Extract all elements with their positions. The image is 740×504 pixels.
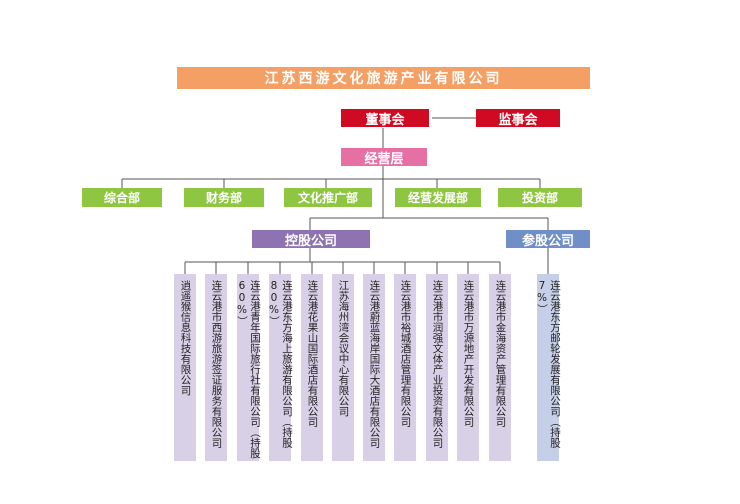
dept-box-3: 文化推广部: [284, 188, 372, 207]
subsidiary-6: 江苏海州湾会议中心有限公司: [332, 274, 354, 461]
subsidiary-9: 连云港市润强文体产业投资有限公司: [426, 274, 448, 461]
subsidiary-2: 连云港市西游旅游签证服务有限公司: [205, 274, 227, 461]
subsidiary-4: 连云港东方海上旅游有限公司（持股80%）: [268, 274, 293, 461]
equity-companies-box: 参股公司: [506, 230, 590, 249]
board-box: 董事会: [341, 109, 429, 128]
dept-box-5: 投资部: [498, 188, 582, 207]
subsidiary-7: 连云港蔚蓝海岸国际大酒店有限公司: [363, 274, 385, 461]
dept-box-2: 财务部: [184, 188, 264, 207]
company-title: 江苏西游文化旅游产业有限公司: [177, 67, 590, 89]
subsidiary-1: 逍遥猴信息科技有限公司: [174, 274, 196, 461]
subsidiary-10: 连云港市万源地产开发有限公司: [457, 274, 479, 461]
subsidiary-8: 连云港市裕城酒店管理有限公司: [394, 274, 416, 461]
subsidiary-3: 连云港青年国际旅行社有限公司（持股60%）: [236, 274, 261, 461]
dept-box-1: 综合部: [82, 188, 162, 207]
holding-companies-box: 控股公司: [252, 230, 370, 249]
dept-box-4: 经营发展部: [395, 188, 481, 207]
management-box: 经营层: [341, 148, 427, 167]
supervisory-board-box: 监事会: [476, 109, 560, 128]
subsidiary-5: 连云港花果山国际酒店有限公司: [301, 274, 323, 461]
equity-subsidiary-1: 连云港东方邮轮发展有限公司（持股7%）: [536, 274, 561, 461]
subsidiary-11: 连云港市金海资产管理有限公司: [489, 274, 511, 461]
